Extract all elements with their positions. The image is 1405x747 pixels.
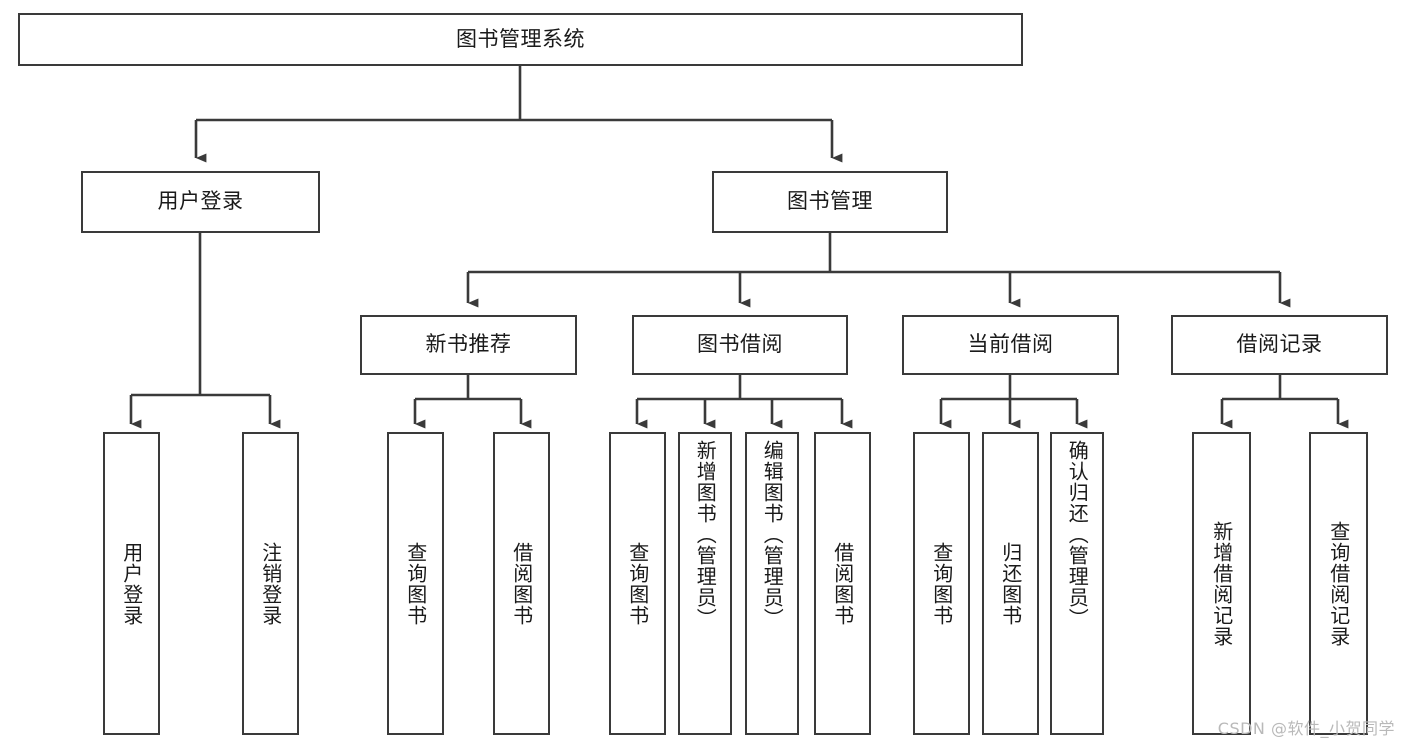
- new-book-to-leaves-connectors: [413, 375, 532, 429]
- leaf-user-login[interactable]: 用户登录: [103, 432, 160, 735]
- node-label: 用户登录: [119, 541, 144, 626]
- book-manage-to-level3-connectors: [466, 233, 1291, 308]
- node-label: 借阅图书: [509, 541, 534, 626]
- node-current-borrow[interactable]: 当前借阅: [902, 315, 1119, 375]
- root-to-level2-connectors: [194, 66, 843, 163]
- leaf-borrow-book-recommend[interactable]: 借阅图书: [493, 432, 550, 735]
- node-label: 查询图书: [625, 541, 650, 626]
- node-label: 查询借阅记录: [1326, 520, 1351, 647]
- leaf-query-book-recommend[interactable]: 查询图书: [387, 432, 444, 735]
- node-book-management[interactable]: 图书管理: [712, 171, 948, 233]
- leaf-edit-book-admin[interactable]: 编辑图书（管理员）: [745, 432, 799, 735]
- leaf-return-book[interactable]: 归还图书: [982, 432, 1039, 735]
- node-label: 借阅图书: [830, 541, 855, 626]
- node-label: 归还图书: [998, 541, 1023, 626]
- node-label: 确认归还（管理员）: [1065, 440, 1090, 629]
- node-label: 查询图书: [929, 541, 954, 626]
- node-label: 图书管理: [787, 189, 873, 214]
- node-label: 用户登录: [157, 189, 244, 214]
- current-borrow-to-leaves-connectors: [939, 375, 1088, 429]
- leaf-logout[interactable]: 注销登录: [242, 432, 299, 735]
- leaf-add-borrow-record[interactable]: 新增借阅记录: [1192, 432, 1251, 735]
- leaf-query-borrow-record[interactable]: 查询借阅记录: [1309, 432, 1368, 735]
- leaf-query-book-current[interactable]: 查询图书: [913, 432, 970, 735]
- user-login-to-leaves-connectors: [129, 233, 281, 429]
- node-label: 编辑图书（管理员）: [760, 440, 785, 629]
- node-borrow-record[interactable]: 借阅记录: [1171, 315, 1388, 375]
- node-label: 借阅记录: [1236, 332, 1323, 357]
- node-new-book-recommend[interactable]: 新书推荐: [360, 315, 577, 375]
- node-label: 查询图书: [403, 541, 428, 626]
- node-label: 图书借阅: [697, 332, 783, 357]
- node-label: 新书推荐: [425, 332, 512, 357]
- leaf-borrow-book[interactable]: 借阅图书: [814, 432, 871, 735]
- node-label: 图书管理系统: [456, 26, 585, 51]
- node-book-borrow[interactable]: 图书借阅: [632, 315, 848, 375]
- leaf-add-book-admin[interactable]: 新增图书（管理员）: [678, 432, 732, 735]
- node-label: 当前借阅: [967, 332, 1054, 357]
- book-borrow-to-leaves-connectors: [635, 375, 853, 429]
- borrow-record-to-leaves-connectors: [1220, 375, 1349, 429]
- node-user-login[interactable]: 用户登录: [81, 171, 320, 233]
- leaf-query-book-borrow[interactable]: 查询图书: [609, 432, 666, 735]
- node-label: 注销登录: [258, 541, 283, 626]
- node-label: 新增图书（管理员）: [693, 440, 718, 629]
- node-label: 新增借阅记录: [1209, 520, 1234, 647]
- node-root-library-system[interactable]: 图书管理系统: [18, 13, 1023, 66]
- leaf-confirm-return-admin[interactable]: 确认归还（管理员）: [1050, 432, 1104, 735]
